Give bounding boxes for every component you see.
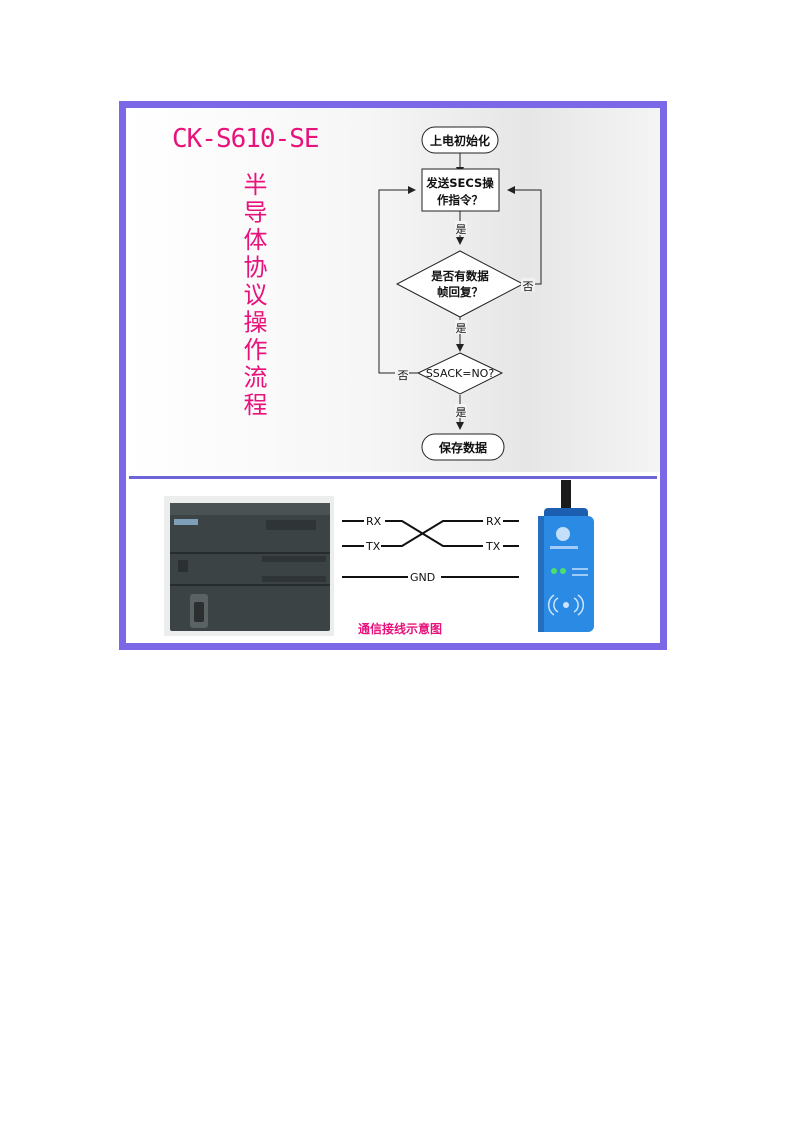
ssack-decision-diamond [416, 352, 504, 395]
yes-label-3: 是 [456, 406, 467, 419]
yes-label-1: 是 [456, 223, 467, 236]
decision1-label-line2: 帧回复？ [437, 285, 483, 299]
decision1-label-line1: 是否有数据 [430, 269, 489, 283]
reply-decision-diamond [395, 250, 525, 318]
right-tx-label: TX [485, 540, 501, 553]
right-rx-label: RX [486, 515, 502, 528]
start-label: 上电初始化 [430, 133, 490, 148]
start-terminal [421, 126, 499, 154]
send-process-box [421, 168, 500, 212]
wiring-caption: 通信接线示意图 [358, 622, 443, 636]
diagram-frame: CK-S610-SE 半导体协议操作流程 上电初始化 发送SECS操 作指令？ [119, 101, 667, 650]
no-label-1: 否 [523, 280, 534, 293]
section-divider [129, 476, 657, 479]
rfid-reader-icon [538, 480, 594, 632]
wiring-lines [342, 520, 519, 578]
send-label-line2: 作指令？ [437, 193, 483, 207]
no-label-2: 否 [398, 369, 409, 382]
end-label: 保存数据 [438, 440, 487, 455]
product-title: CK-S610-SE [172, 124, 320, 154]
flowchart-panel [126, 108, 660, 472]
end-terminal [421, 433, 505, 461]
decision2-label: SSACK=NO? [426, 367, 494, 380]
left-rx-label: RX [366, 515, 382, 528]
gnd-label: GND [410, 571, 435, 584]
diagram-canvas: 上电初始化 发送SECS操 作指令？ 是否有数据 帧回复？ SSACK=NO? … [164, 126, 594, 636]
send-label-line1: 发送SECS操 [425, 176, 494, 190]
left-tx-label: TX [365, 540, 381, 553]
vertical-subtitle: 半导体协议操作流程 [239, 172, 267, 420]
yes-label-2: 是 [456, 322, 467, 335]
plc-controller-icon [164, 496, 334, 636]
